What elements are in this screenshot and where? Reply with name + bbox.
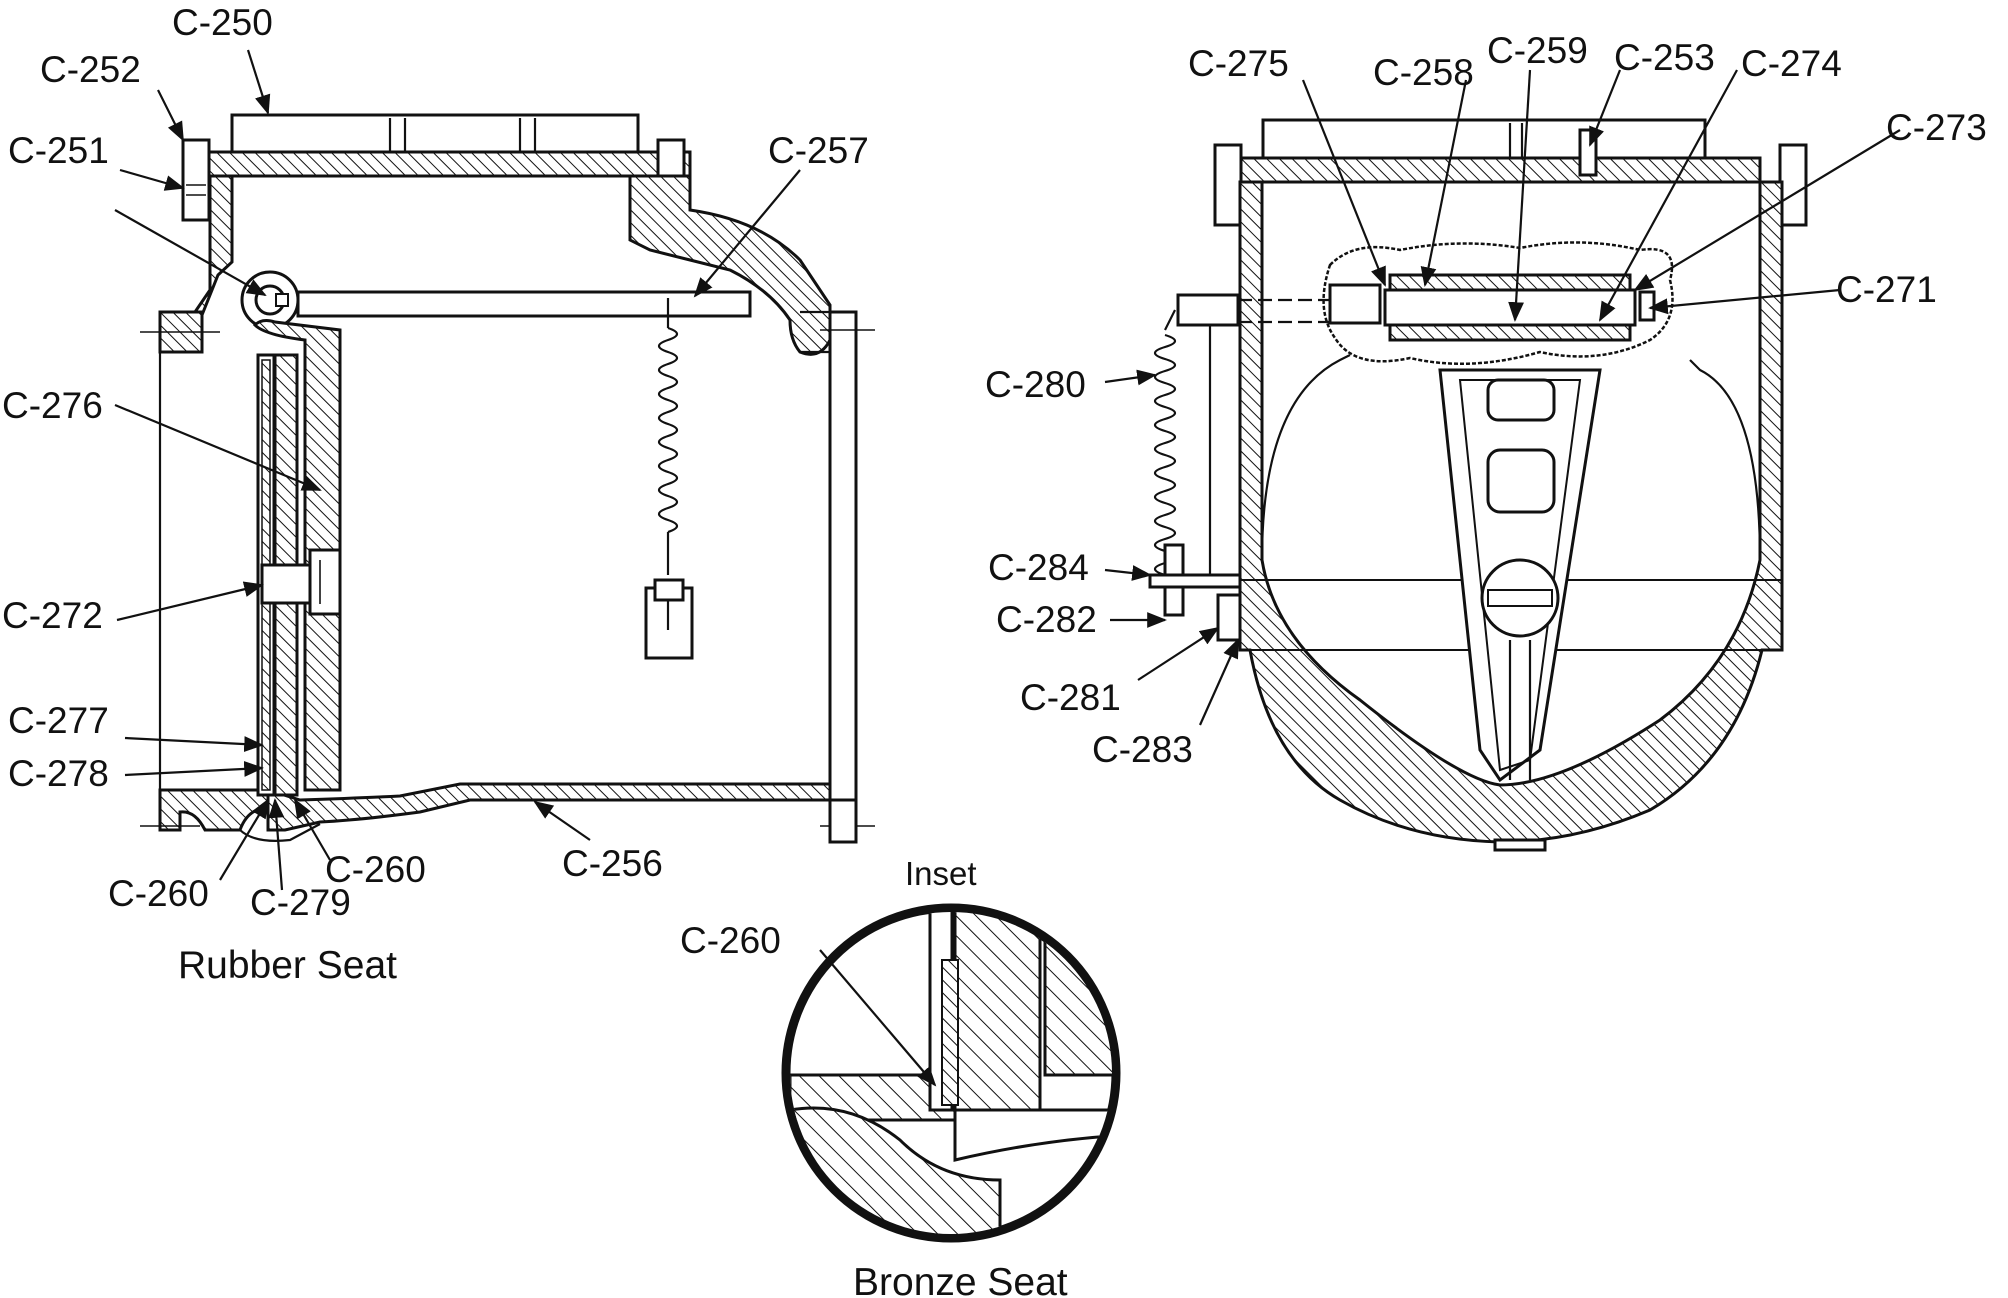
side-section-view — [140, 113, 875, 844]
label-c280: C-280 — [985, 364, 1086, 405]
bracket-nut-icon — [1216, 593, 1242, 642]
label-c282: C-282 — [996, 599, 1097, 640]
label-c275: C-275 — [1188, 43, 1289, 84]
label-c281: C-281 — [1020, 677, 1121, 718]
label-c251: C-251 — [8, 130, 109, 171]
part-labels: C-250 C-252 C-251 C-257 C-276 C-272 C-27… — [2, 2, 1987, 961]
external-lever — [1176, 293, 1240, 327]
label-c272: C-272 — [2, 595, 103, 636]
body-bottom-c256 — [266, 782, 832, 832]
label-c284: C-284 — [988, 547, 1089, 588]
label-c277: C-277 — [8, 700, 109, 741]
front-section-view — [1148, 118, 1808, 852]
caption-inset: Inset — [905, 855, 977, 892]
label-c260-left: C-260 — [108, 873, 209, 914]
front-body — [1238, 180, 1784, 844]
label-c271: C-271 — [1836, 269, 1937, 310]
outlet-flange — [828, 310, 858, 844]
spring-icon — [657, 326, 679, 534]
front-bolt-left-icon — [1213, 143, 1243, 227]
hinge-arm — [296, 290, 752, 318]
label-c273: C-273 — [1886, 107, 1987, 148]
label-c250: C-250 — [172, 2, 273, 43]
label-c279: C-279 — [250, 882, 351, 923]
label-c252: C-252 — [40, 49, 141, 90]
leader-lines — [114, 49, 1901, 1087]
label-c257: C-257 — [768, 130, 869, 171]
caption-rubber-seat: Rubber Seat — [178, 944, 397, 987]
inset-detail — [781, 903, 1121, 1243]
front-cover-plate — [1218, 156, 1762, 184]
cover-plate — [198, 150, 692, 178]
body-upper-curve — [628, 174, 832, 356]
label-c260-right: C-260 — [325, 849, 426, 890]
label-c276: C-276 — [2, 385, 103, 426]
label-c278: C-278 — [8, 753, 109, 794]
label-c253: C-253 — [1614, 37, 1715, 78]
label-c259: C-259 — [1487, 30, 1588, 71]
front-top-cover — [1261, 118, 1707, 164]
label-c274: C-274 — [1741, 43, 1842, 84]
disc-nut-icon — [260, 563, 312, 605]
label-c260-inset: C-260 — [680, 920, 781, 961]
label-c283: C-283 — [1092, 729, 1193, 770]
label-c256: C-256 — [562, 843, 663, 884]
captions: Rubber Seat Bronze Seat Inset — [178, 855, 1068, 1298]
label-c258: C-258 — [1373, 52, 1474, 93]
bolt-left-icon — [181, 138, 211, 222]
valve-disc — [252, 319, 342, 792]
front-hinge-shaft — [1383, 288, 1637, 327]
front-bolt-right-icon — [1778, 143, 1808, 227]
caption-bronze-seat: Bronze Seat — [853, 1261, 1068, 1298]
